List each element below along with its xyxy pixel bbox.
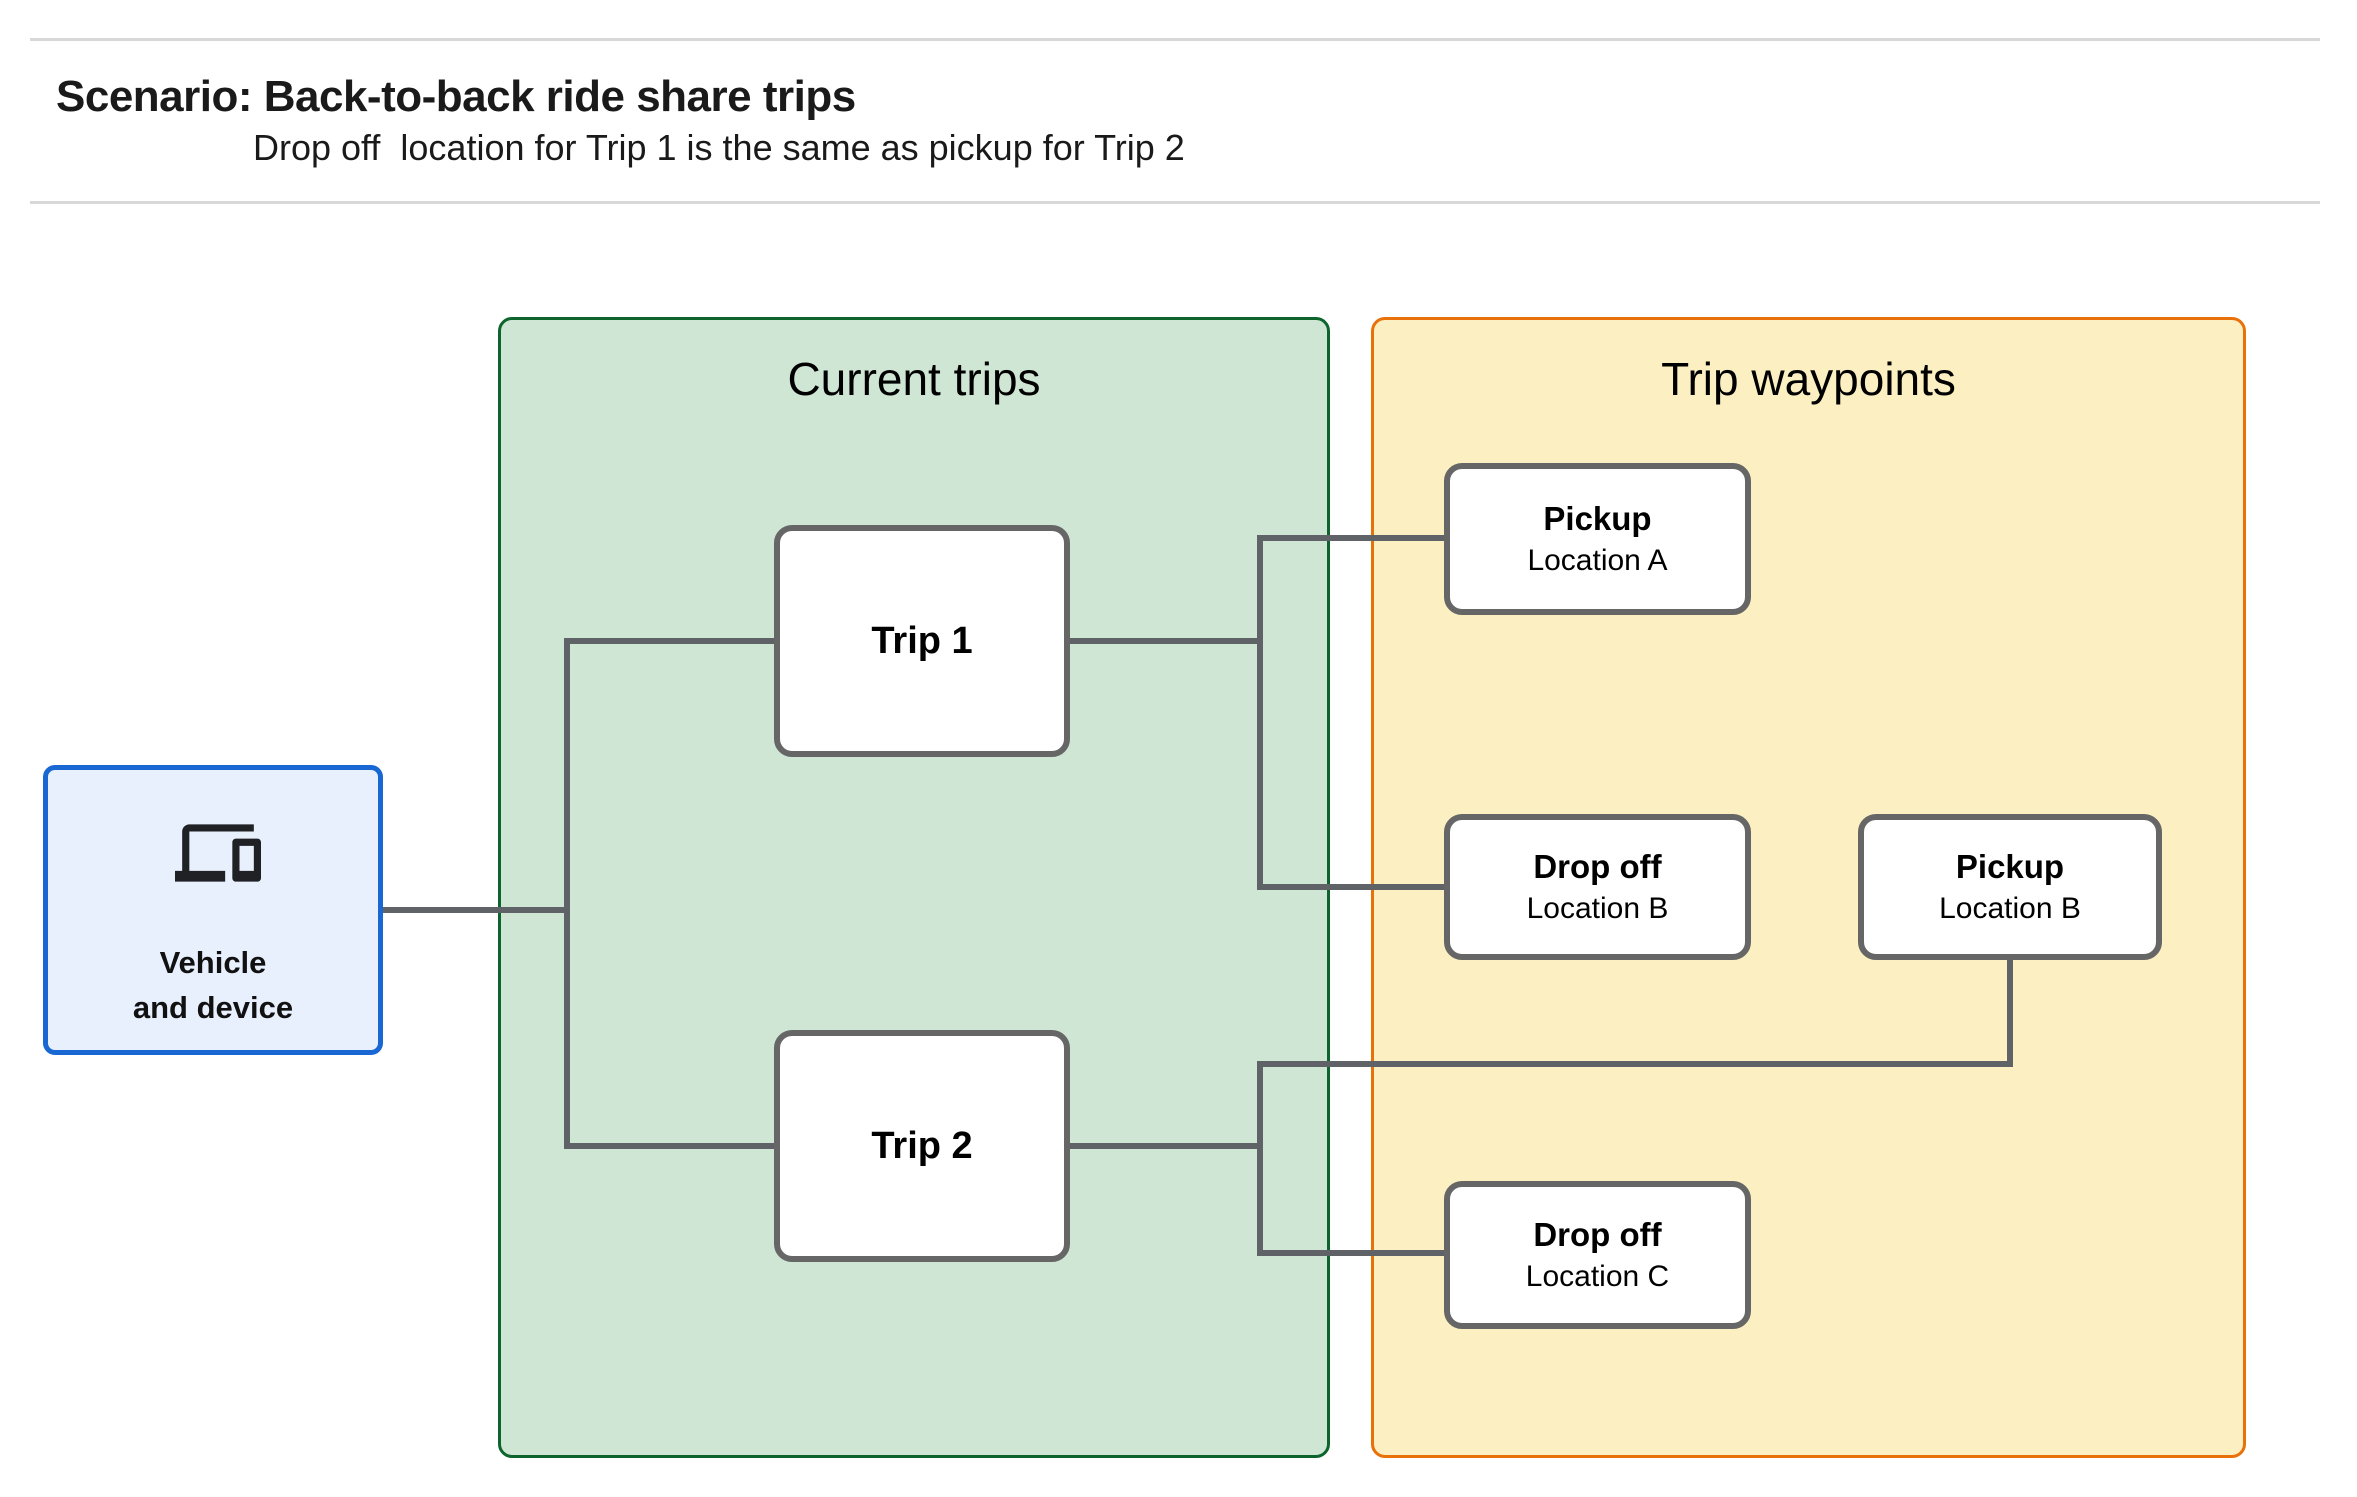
page-title: Scenario: Back-to-back ride share trips [56, 72, 856, 121]
group-current-trips: Current trips [498, 317, 1330, 1458]
trip-1-label: Trip 1 [871, 619, 973, 662]
dropoff-c-subtitle: Location C [1525, 1260, 1670, 1293]
node-pickup-location-b: Pickup Location B [1858, 814, 2162, 960]
devices-icon [175, 810, 261, 896]
vehicle-label-line1: Vehicle [159, 945, 267, 980]
node-trip-1: Trip 1 [774, 525, 1070, 757]
pickup-b-subtitle: Location B [1939, 892, 2081, 925]
vehicle-node-label: Vehicle and device [48, 940, 378, 1030]
header-divider [30, 201, 2320, 204]
pickup-b-title: Pickup [1955, 848, 2065, 885]
top-divider [30, 38, 2320, 41]
group-title-current-trips: Current trips [787, 353, 1041, 405]
node-trip-2: Trip 2 [774, 1030, 1070, 1262]
pickup-a-subtitle: Location A [1527, 544, 1668, 577]
trip-2-label: Trip 2 [871, 1124, 973, 1167]
pickup-a-title: Pickup [1543, 500, 1652, 537]
edge-trip1-to-waypoints [1257, 535, 1444, 890]
node-dropoff-location-b: Drop off Location B [1444, 814, 1751, 960]
group-title-trip-waypoints: Trip waypoints [1661, 353, 1956, 405]
vehicle-label-line2: and device [132, 990, 294, 1025]
node-dropoff-location-c: Drop off Location C [1444, 1181, 1751, 1329]
dropoff-c-title: Drop off [1533, 1216, 1662, 1253]
page-subtitle: Drop off location for Trip 1 is the same… [253, 127, 1185, 168]
edge-trip2-to-waypoints [1257, 958, 2013, 1256]
node-vehicle-and-device: Vehicle and device [43, 765, 383, 1055]
dropoff-b-subtitle: Location B [1526, 892, 1669, 925]
node-pickup-location-a: Pickup Location A [1444, 463, 1751, 615]
edge-branch-to-trips [564, 638, 774, 1149]
dropoff-b-title: Drop off [1533, 848, 1662, 885]
